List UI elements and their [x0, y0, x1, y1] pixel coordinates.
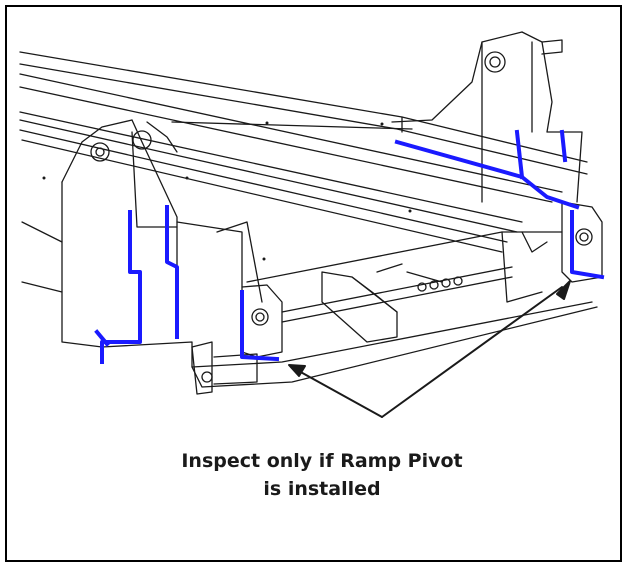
inspection-callout: Inspect only if Ramp Pivot is installed	[157, 447, 487, 503]
right-pivot-plate	[561, 201, 603, 283]
base-frame	[21, 221, 598, 388]
rail-fasteners	[42, 121, 412, 261]
left-bracket	[61, 119, 178, 348]
callout-line-2: is installed	[263, 478, 381, 500]
left-pivot-plate	[191, 284, 283, 395]
upper-rail	[19, 51, 588, 253]
diagram-frame: Inspect only if Ramp Pivot is installed	[5, 5, 622, 562]
callout-arrows	[288, 280, 571, 418]
highlighted-welds	[94, 129, 605, 364]
ramp-assembly-drawing	[19, 31, 605, 418]
right-bracket	[391, 31, 583, 203]
callout-line-1: Inspect only if Ramp Pivot	[181, 450, 463, 472]
